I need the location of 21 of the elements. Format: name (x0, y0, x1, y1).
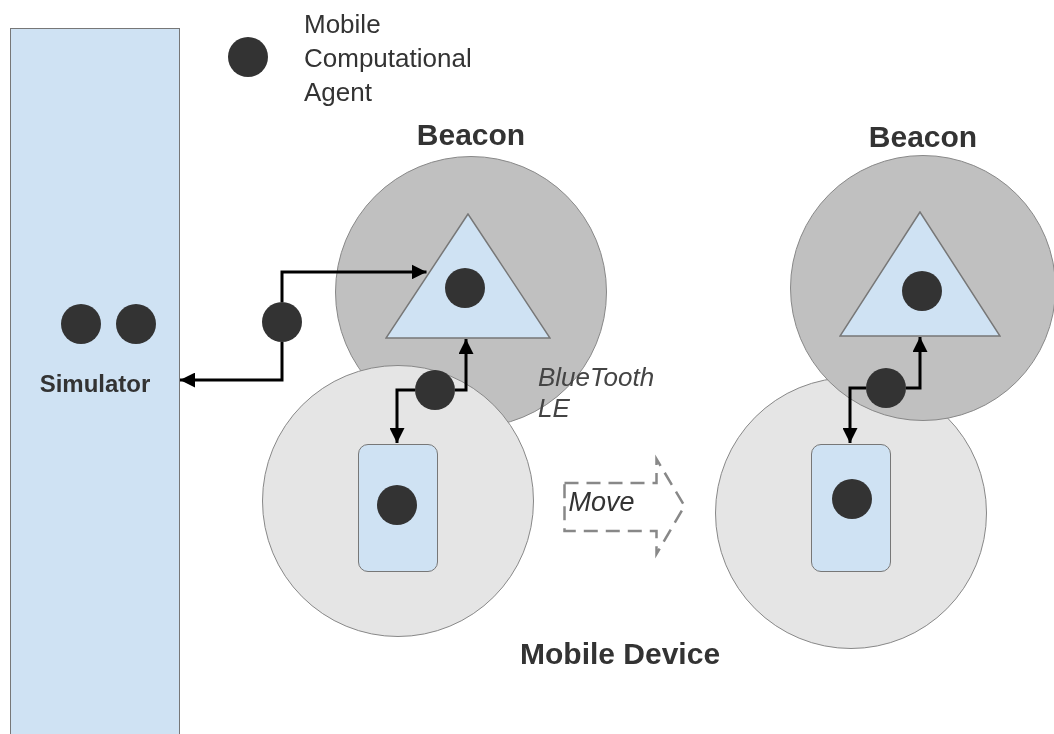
link-label: BlueTooth LE (538, 362, 656, 425)
arrow (180, 342, 284, 388)
agent-dot (61, 304, 101, 344)
agent-dot (262, 302, 302, 342)
section-label: Mobile Device (520, 636, 722, 672)
beacon-heading: Beacon (415, 118, 527, 152)
agent-dot (116, 304, 156, 344)
phone-shape (811, 444, 891, 572)
beacon-heading: Beacon (867, 120, 979, 154)
panel-title: Simulator (38, 370, 152, 398)
simulator-panel (10, 28, 180, 734)
arrow (842, 386, 866, 443)
agent-dot (832, 479, 872, 519)
arrow (389, 388, 415, 443)
agent-dot (377, 485, 417, 525)
move-chevron-arrow (563, 454, 686, 559)
phone-shape (358, 444, 438, 572)
arrow (280, 264, 427, 302)
legend-text: Mobile Computational Agent (304, 8, 473, 109)
arrow (906, 337, 928, 390)
arrow (455, 339, 474, 392)
